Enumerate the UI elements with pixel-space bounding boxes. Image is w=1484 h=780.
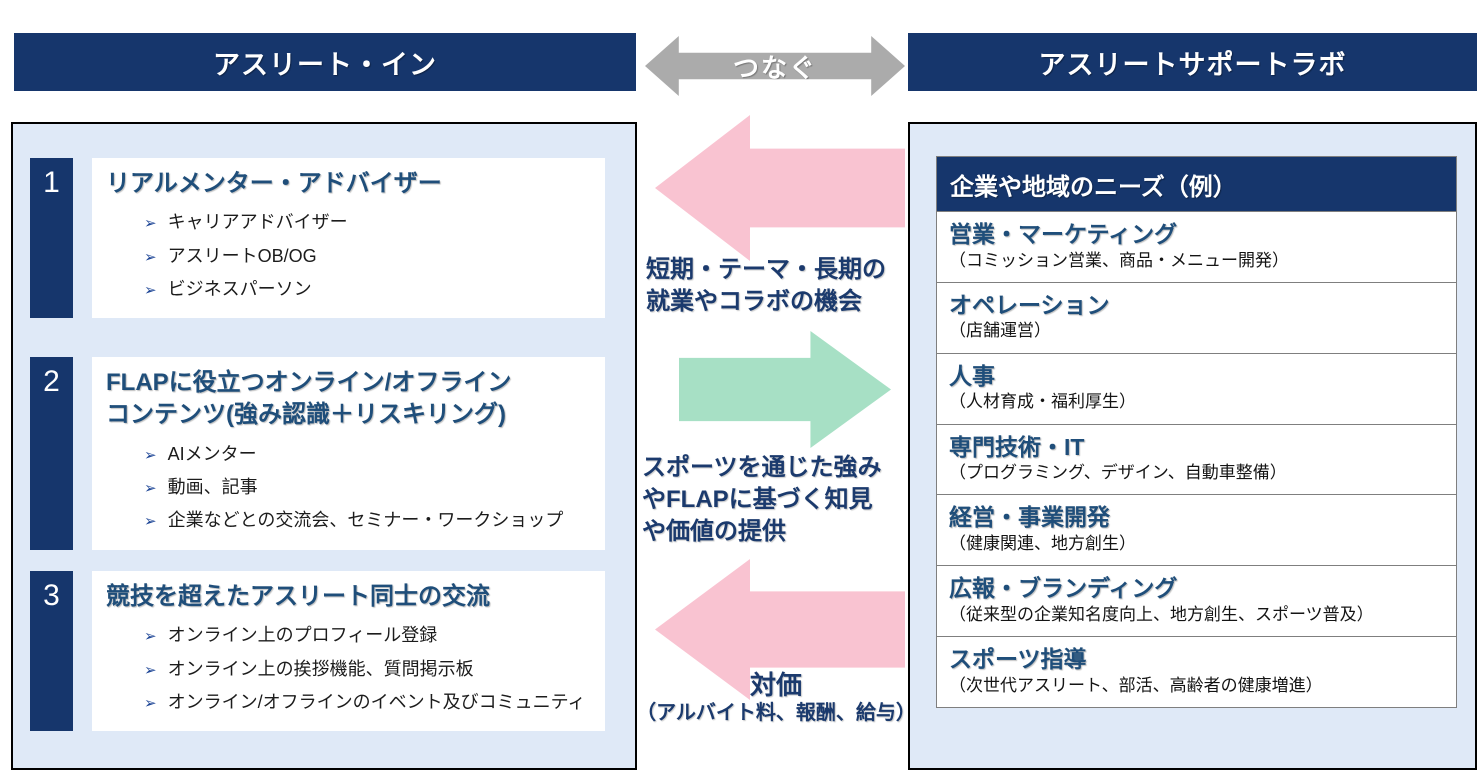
bullet-arrow-icon: ➢ xyxy=(144,281,157,299)
flow-provide-right-arrow-icon xyxy=(679,331,891,448)
needs-subtitle: （プログラミング、デザイン、自動車整備） xyxy=(949,463,1287,483)
feature-title: リアルメンター・アドバイザー xyxy=(106,170,442,197)
item-number-badge: 1 xyxy=(30,158,73,319)
flow-provide-label: スポーツを通じた強み やFLAPに基づく知見 や価値の提供 xyxy=(642,454,882,545)
needs-row: オペレーション （店舗運営） xyxy=(937,283,1456,354)
needs-subtitle: （人材育成・福利厚生） xyxy=(949,392,1136,412)
needs-table-header: 企業や地域のニーズ（例） xyxy=(937,157,1456,212)
needs-title: 専門技術・IT xyxy=(949,433,1085,460)
athlete-in-header: アスリート・イン xyxy=(14,33,636,91)
needs-row: 専門技術・IT （プログラミング、デザイン、自動車整備） xyxy=(937,425,1456,496)
needs-title: スポーツ指導 xyxy=(949,646,1087,673)
needs-row: 経営・事業開発 （健康関連、地方創生） xyxy=(937,495,1456,567)
support-lab-header: アスリートサポートラボ xyxy=(908,33,1477,91)
bullet-arrow-icon: ➢ xyxy=(144,513,157,531)
needs-row: 人事 （人材育成・福利厚生） xyxy=(937,354,1456,425)
item-number-badge: 2 xyxy=(30,357,73,550)
bullet-arrow-icon: ➢ xyxy=(144,661,157,679)
feature-box: リアルメンター・アドバイザー ➢キャリアアドバイザー ➢アスリートOB/OG ➢… xyxy=(92,158,605,319)
bullet-item: ➢動画、記事 xyxy=(144,471,597,504)
feature-item-1: 1 リアルメンター・アドバイザー ➢キャリアアドバイザー ➢アスリートOB/OG… xyxy=(30,158,616,319)
bullet-arrow-icon: ➢ xyxy=(144,446,157,464)
bullet-item: ➢アスリートOB/OG xyxy=(144,240,597,273)
flow-compensation-label: 対価 （アルバイト料、報酬、給与） xyxy=(636,670,916,725)
needs-subtitle: （店舗運営） xyxy=(949,321,1051,341)
bullet-list: ➢オンライン上のプロフィール登録 ➢オンライン上の挨拶機能、質問掲示板 ➢オンラ… xyxy=(144,619,597,719)
bullet-item: ➢オンライン/オフラインのイベント及びコミュニティ xyxy=(144,686,597,719)
bullet-arrow-icon: ➢ xyxy=(144,480,157,498)
needs-subtitle: （次世代アスリート、部活、高齢者の健康増進） xyxy=(949,675,1323,695)
needs-row: 営業・マーケティング （コミッション営業、商品・メニュー開発） xyxy=(937,212,1456,283)
athlete-in-panel: 1 リアルメンター・アドバイザー ➢キャリアアドバイザー ➢アスリートOB/OG… xyxy=(11,122,637,770)
bullet-arrow-icon: ➢ xyxy=(144,215,157,233)
bullet-item: ➢ビジネスパーソン xyxy=(144,273,597,306)
feature-item-3: 3 競技を超えたアスリート同士の交流 ➢オンライン上のプロフィール登録 ➢オンラ… xyxy=(30,571,616,732)
connect-label: つなぐ xyxy=(732,52,817,83)
bullet-item: ➢企業などとの交流会、セミナー・ワークショップ xyxy=(144,504,597,537)
needs-title: 経営・事業開発 xyxy=(949,504,1110,531)
bullet-item: ➢オンライン上のプロフィール登録 xyxy=(144,619,597,652)
feature-item-2: 2 FLAPに役立つオンライン/オフライン コンテンツ(強み認識＋リスキリング)… xyxy=(30,357,616,550)
support-lab-panel: 企業や地域のニーズ（例） 営業・マーケティング （コミッション営業、商品・メニュ… xyxy=(908,122,1477,770)
needs-subtitle: （健康関連、地方創生） xyxy=(949,533,1136,553)
item-number-badge: 3 xyxy=(30,571,73,732)
feature-box: FLAPに役立つオンライン/オフライン コンテンツ(強み認識＋リスキリング) ➢… xyxy=(92,357,605,550)
bullet-item: ➢オンライン上の挨拶機能、質問掲示板 xyxy=(144,653,597,686)
feature-title: FLAPに役立つオンライン/オフライン コンテンツ(強み認識＋リスキリング) xyxy=(106,369,512,429)
bullet-list: ➢キャリアアドバイザー ➢アスリートOB/OG ➢ビジネスパーソン xyxy=(144,206,597,306)
bullet-item: ➢AIメンター xyxy=(144,438,597,471)
bullet-list: ➢AIメンター ➢動画、記事 ➢企業などとの交流会、セミナー・ワークショップ xyxy=(144,438,597,538)
needs-title: 営業・マーケティング xyxy=(949,221,1178,247)
bullet-arrow-icon: ➢ xyxy=(144,248,157,266)
connect-double-arrow-icon: つなぐ xyxy=(645,36,905,96)
feature-title: 競技を超えたアスリート同士の交流 xyxy=(106,583,490,610)
needs-title: オペレーション xyxy=(949,291,1110,318)
feature-box: 競技を超えたアスリート同士の交流 ➢オンライン上のプロフィール登録 ➢オンライン… xyxy=(92,571,605,732)
bullet-arrow-icon: ➢ xyxy=(144,628,157,646)
needs-title: 広報・ブランディング xyxy=(949,575,1178,602)
needs-row: 広報・ブランディング （従来型の企業知名度向上、地方創生、スポーツ普及） xyxy=(937,566,1456,638)
needs-title: 人事 xyxy=(949,362,995,389)
flow-opportunity-label: 短期・テーマ・長期の 就業やコラボの機会 xyxy=(646,256,886,315)
needs-subtitle: （従来型の企業知名度向上、地方創生、スポーツ普及） xyxy=(949,604,1374,624)
needs-row: スポーツ指導 （次世代アスリート、部活、高齢者の健康増進） xyxy=(937,637,1456,707)
needs-table: 企業や地域のニーズ（例） 営業・マーケティング （コミッション営業、商品・メニュ… xyxy=(936,156,1457,708)
flow-opportunity-left-arrow-icon xyxy=(655,115,905,261)
bullet-arrow-icon: ➢ xyxy=(144,694,157,712)
needs-subtitle: （コミッション営業、商品・メニュー開発） xyxy=(949,250,1289,270)
bullet-item: ➢キャリアアドバイザー xyxy=(144,206,597,239)
